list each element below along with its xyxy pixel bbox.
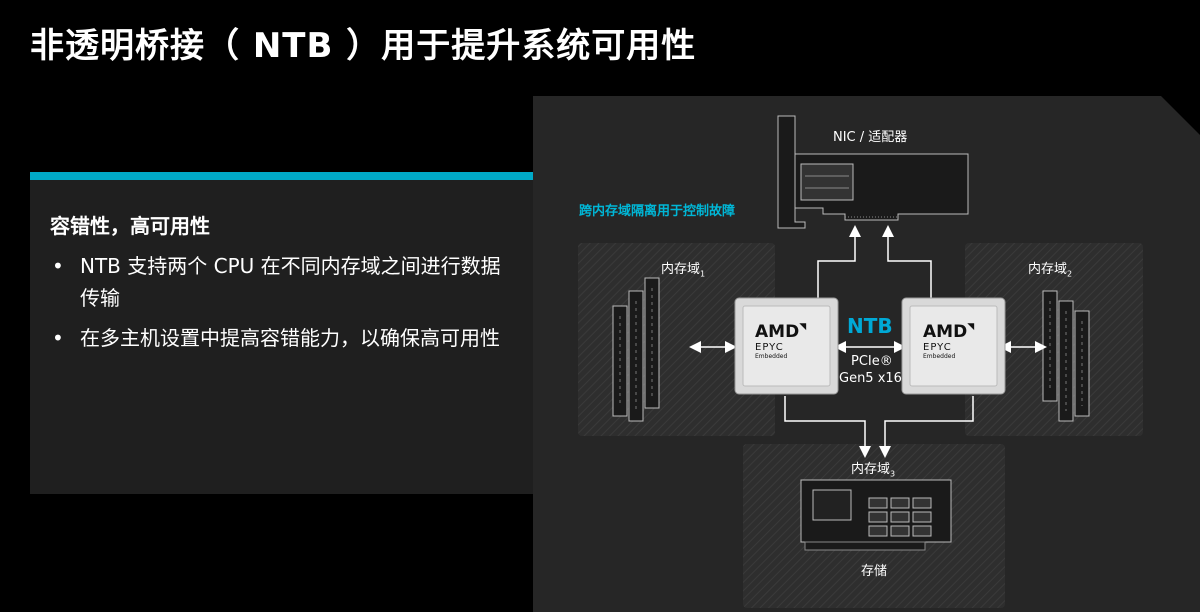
domain3-text: 内存域	[851, 462, 891, 477]
bullet-list: • NTB 支持两个 CPU 在不同内存域之间进行数据传输 • 在多主机设置中提…	[50, 250, 510, 362]
domain2-text: 内存域	[1028, 262, 1068, 277]
domain2-sub: 2	[1067, 269, 1073, 279]
bullet-marker: •	[52, 326, 64, 350]
bullet-text: 在多主机设置中提高容错能力，以确保高可用性	[80, 326, 500, 350]
embedded-label: Embedded	[755, 353, 788, 360]
ntb-diagram	[533, 96, 1200, 612]
epyc-label: EPYC	[755, 342, 784, 353]
domain1-text: 内存域	[661, 262, 701, 277]
cpu1-chip	[734, 297, 839, 395]
domain1-sub: 1	[700, 269, 706, 279]
cpu2-label: AMD◥ EPYC Embedded	[923, 322, 974, 360]
diagram-background	[533, 96, 1200, 612]
bullet-item: • NTB 支持两个 CPU 在不同内存域之间进行数据传输	[50, 250, 510, 314]
info-panel: 容错性，高可用性 • NTB 支持两个 CPU 在不同内存域之间进行数据传输 •…	[30, 172, 535, 494]
pcie-gen-label: Gen5 x16	[839, 371, 902, 386]
memory-module-icon	[612, 277, 660, 422]
amd-brand: AMD	[923, 322, 968, 342]
bullet-item: • 在多主机设置中提高容错能力，以确保高可用性	[50, 322, 510, 354]
amd-logo-icon: ◥	[967, 322, 975, 332]
domain2-label: 内存域2	[1028, 258, 1072, 279]
arrow-cpu2-nic	[882, 225, 932, 306]
arrow-cpu2-storage	[879, 396, 974, 458]
storage-card-icon	[800, 479, 952, 551]
ntb-label: NTB	[847, 314, 893, 338]
nic-label: NIC / 适配器	[833, 130, 908, 145]
diagram-panel: NIC / 适配器 跨内存域隔离用于控制故障 内存域1 内存域2 内存域3 NT…	[533, 96, 1200, 612]
domain1-label: 内存域1	[661, 258, 705, 279]
pcie-label: PCIe®	[851, 354, 893, 369]
arrow-cpu1-storage	[784, 396, 871, 458]
panel-heading: 容错性，高可用性	[50, 214, 210, 238]
domain3-sub: 3	[890, 469, 896, 479]
cpu2-chip	[901, 297, 1006, 395]
epyc-label: EPYC	[923, 342, 952, 353]
bullet-marker: •	[52, 254, 64, 278]
amd-logo-icon: ◥	[799, 322, 807, 332]
bullet-text: NTB 支持两个 CPU 在不同内存域之间进行数据传输	[80, 254, 501, 310]
nic-card-icon	[777, 115, 969, 229]
amd-brand: AMD	[755, 322, 800, 342]
cpu1-label: AMD◥ EPYC Embedded	[755, 322, 806, 360]
domain3-label: 内存域3	[851, 458, 895, 479]
fault-isolation-label: 跨内存域隔离用于控制故障	[579, 204, 736, 219]
page-title: 非透明桥接（ NTB ）用于提升系统可用性	[30, 26, 697, 66]
memory-module-icon	[1042, 290, 1090, 422]
arrow-cpu1-nic	[817, 225, 861, 306]
embedded-label: Embedded	[923, 353, 956, 360]
storage-label: 存储	[861, 564, 888, 579]
